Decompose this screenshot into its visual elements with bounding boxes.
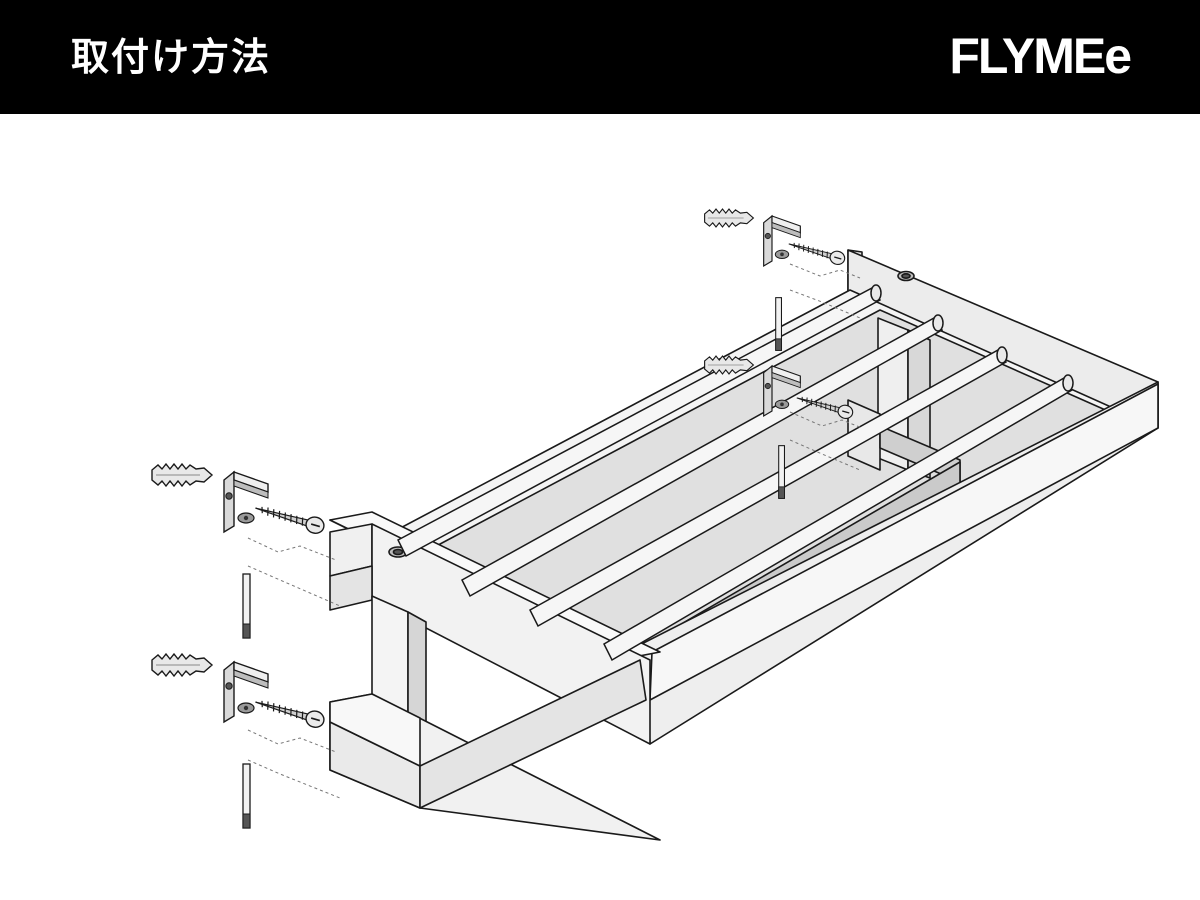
wood-screw-icon <box>252 693 327 731</box>
mounting-bracket-icon <box>763 215 801 267</box>
wood-screw-icon <box>786 236 847 267</box>
page-title: 取付け方法 <box>71 35 272 79</box>
rack-frame <box>329 249 1159 841</box>
dowel-pin-icon <box>778 445 786 499</box>
dowel-pin-icon <box>242 763 251 829</box>
assembly-diagram <box>151 208 1159 841</box>
wood-screw-icon <box>252 499 327 537</box>
assembly-guides <box>247 263 863 799</box>
brand-logo: FLYMEe <box>949 28 1132 84</box>
mounting-bracket-icon <box>223 471 269 533</box>
hardware-set-front-top <box>151 463 327 639</box>
wall-anchor-icon <box>151 463 213 487</box>
header-bar: 取付け方法 FLYMEe <box>0 0 1200 114</box>
towel-bars <box>397 284 1074 662</box>
dowel-pin-icon <box>242 573 251 639</box>
dowel-pin-icon <box>775 297 783 351</box>
wall-anchor-icon <box>151 653 213 677</box>
wall-anchor-icon <box>704 208 754 228</box>
hardware-set-front-bottom <box>151 653 327 829</box>
mounting-bracket-icon <box>223 661 269 723</box>
